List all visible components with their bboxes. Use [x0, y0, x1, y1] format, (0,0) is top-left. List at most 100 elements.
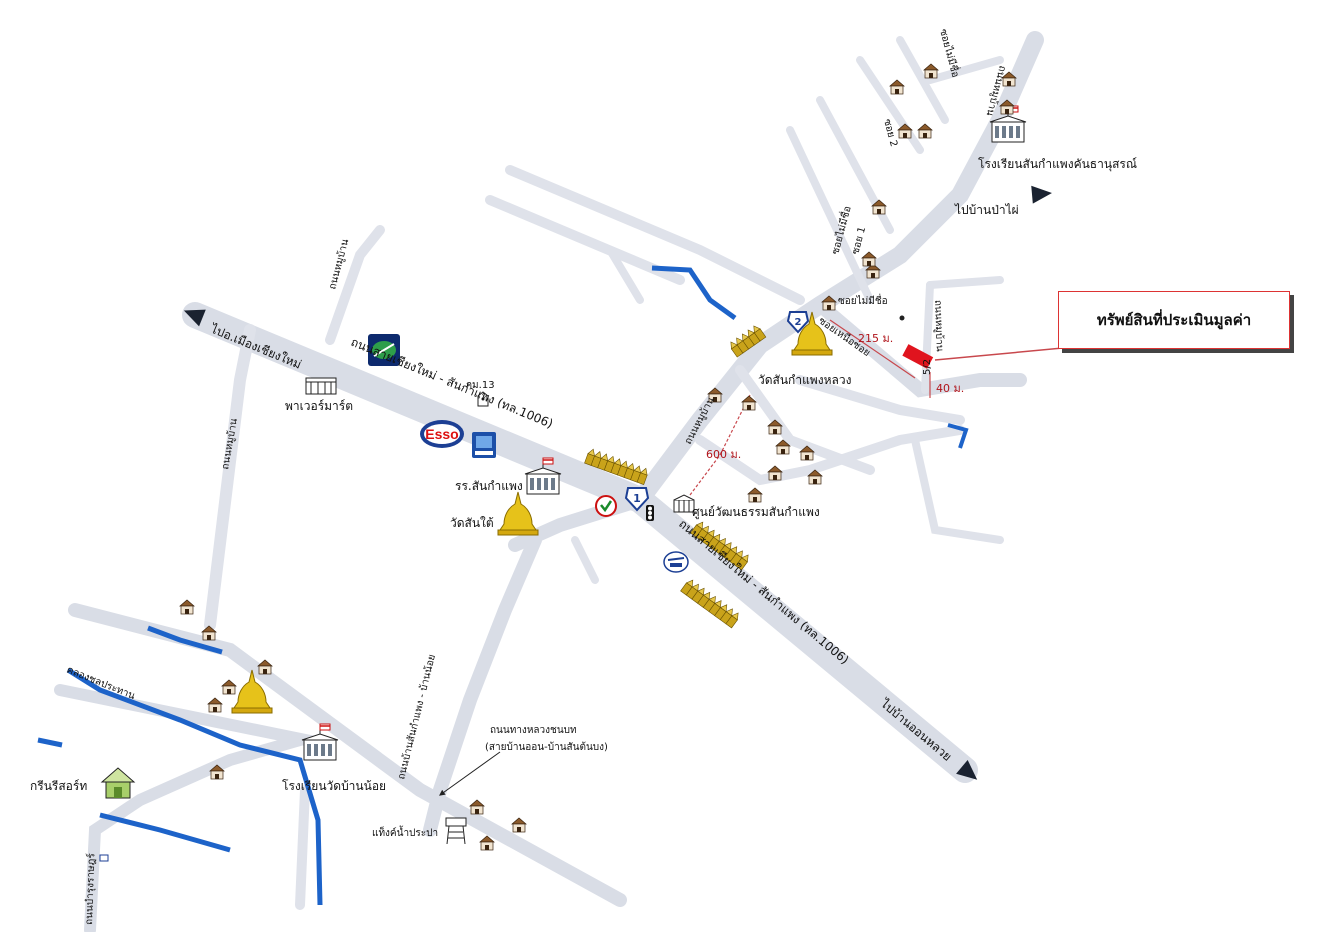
house-icon	[741, 395, 757, 411]
house-icon	[807, 469, 823, 485]
label-km13: กม.13	[466, 380, 495, 391]
house-icon	[257, 659, 273, 675]
house-icon	[821, 295, 837, 311]
power-mart-logo-icon	[368, 334, 400, 366]
water-tank-icon	[445, 817, 467, 845]
power-mart-building-icon	[305, 377, 337, 395]
label-soi-unnamed-3: ซอยไม่มีชื่อ	[838, 293, 888, 307]
esso-logo-icon: Esso	[420, 420, 464, 448]
label-cultural-center: ศูนย์วัฒนธรรมสันกำแพง	[692, 505, 820, 520]
svg-text:Esso: Esso	[425, 426, 458, 442]
canal-west-3	[99, 812, 231, 853]
shophouse-row-3	[690, 521, 749, 571]
house-icon	[897, 123, 913, 139]
house-icon	[889, 79, 905, 95]
house-icon	[923, 63, 939, 79]
house-icon	[917, 123, 933, 139]
road-east-6	[926, 276, 1004, 289]
subject-property	[902, 344, 934, 369]
road-ban-noi	[423, 533, 542, 837]
road-upper-4	[786, 126, 874, 304]
canal-west-2	[66, 667, 323, 906]
shophouse-row-2	[730, 325, 767, 358]
house-icon	[201, 625, 217, 641]
canal-west-1	[147, 625, 223, 655]
arrow-nw-icon	[183, 309, 206, 327]
label-rural-road-sub: (สายบ้านออน-บ้านสันต้นบง)	[485, 741, 608, 753]
house-icon	[707, 387, 723, 403]
temple-wat-san-tai-icon	[497, 491, 539, 536]
house-icon	[861, 251, 877, 267]
road-bottom-left	[84, 734, 306, 932]
road-left-south	[295, 785, 310, 910]
house-icon	[1001, 71, 1017, 87]
school-sankamphaeng-icon	[524, 457, 562, 495]
house-icon	[207, 697, 223, 713]
house-icon	[871, 199, 887, 215]
label-soi-2: ซอย 2	[881, 118, 899, 148]
label-rural-road-title: ถนนทางหลวงชนบท	[490, 725, 577, 736]
label-wat-san-kamphaeng-luang: วัดสันกำแพงหลวง	[758, 373, 851, 387]
house-icon	[469, 799, 485, 815]
distance-line-215	[829, 319, 916, 379]
house-icon	[747, 487, 763, 503]
canal-east	[947, 423, 969, 449]
label-to-ban-pa-phai: ไปบ้านป่าไผ่	[954, 203, 1019, 217]
canals	[37, 265, 969, 906]
road-east-2	[795, 375, 965, 425]
house-icon	[221, 679, 237, 695]
shophouse-row-4	[680, 579, 739, 629]
label-power-mart: พาเวอร์มาร์ต	[285, 399, 353, 413]
label-water-tank: แท็งค์น้ำประปา	[372, 825, 438, 839]
rural-road-pointer	[439, 751, 501, 796]
canal-west-4	[37, 737, 63, 748]
label-road-ban-noi: ถนนบ้านสันกำแพง - บ้านน้อย	[395, 653, 438, 781]
arrow-se-icon	[956, 759, 978, 780]
road-west	[68, 603, 627, 907]
label-distance-600: 600 ม.	[706, 448, 741, 461]
house-icon	[179, 599, 195, 615]
svg-text:1: 1	[633, 492, 641, 505]
bank-logo-icon	[472, 432, 496, 458]
temple-wat-san-kamphaeng-luang-icon	[791, 311, 833, 356]
house-icon	[775, 439, 791, 455]
cultural-center-icon	[673, 494, 695, 513]
green-resort-icon	[100, 767, 136, 799]
road-west-2	[54, 684, 336, 751]
property-callout: ทรัพย์สินที่ประเมินมูลค่า	[1058, 291, 1290, 349]
route-1-shield-icon: 1	[624, 487, 650, 512]
label-road-east: ถนนหมูบ้าน	[932, 300, 946, 352]
small-landmark-icon	[99, 854, 109, 862]
landmarks: Esso 1	[99, 63, 1027, 862]
label-distance-40: 40 ม.	[936, 382, 964, 395]
house-icon	[479, 835, 495, 851]
label-school-khantha: โรงเรียนสันกำแพงคันธานุสรณ์	[978, 157, 1137, 172]
road-east-4	[695, 425, 965, 486]
label-soi-unnamed-2: ซอยไม่มีชื่อ	[937, 27, 963, 79]
traffic-light-icon	[646, 505, 654, 521]
road-east-8	[571, 536, 599, 584]
arrow-ne-icon	[1031, 185, 1052, 204]
label-soi-5-2: 5/2	[922, 359, 933, 375]
property-callout-label: ทรัพย์สินที่ประเมินมูลค่า	[1096, 311, 1252, 329]
house-icon	[799, 445, 815, 461]
label-soi-1: ซอย 1	[850, 226, 868, 256]
school-khantha-icon	[989, 105, 1027, 143]
label-road-bottom-left: ถนนบำรุงราษฎร์	[83, 852, 98, 925]
canal-north	[651, 265, 737, 321]
road-upper-2	[485, 195, 685, 285]
road-upper-7	[896, 36, 949, 124]
label-to-on-luang: ไปบ้านออนหลวย	[877, 696, 954, 764]
post-office-logo-icon	[663, 551, 689, 573]
road-upper-8	[926, 56, 1004, 84]
road-east-5	[911, 436, 1004, 544]
road-upper-3	[606, 246, 644, 304]
road-left-north-2	[325, 225, 385, 345]
temple-ban-noi-icon	[231, 669, 273, 714]
shophouse-row-1	[584, 448, 648, 485]
house-icon	[767, 465, 783, 481]
house-icon	[209, 764, 225, 780]
label-school-sankamphaeng: รร.สันกำแพง	[455, 479, 523, 493]
route-2-shield-icon: 2	[786, 311, 810, 334]
